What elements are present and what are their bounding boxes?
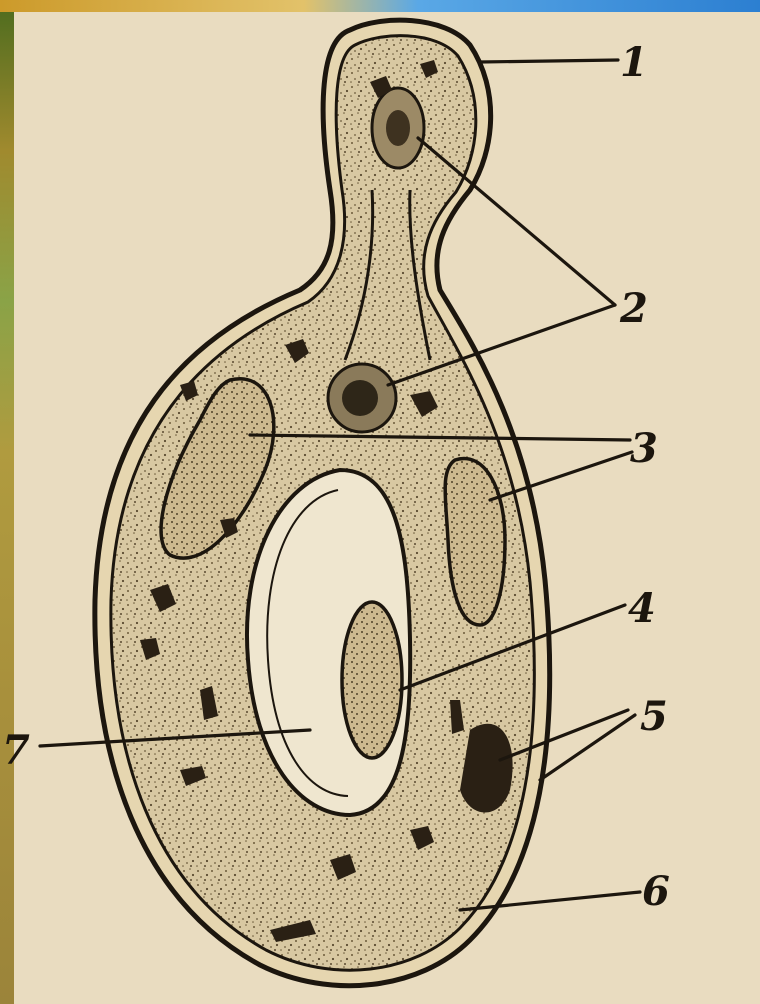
label-7: 7 [2, 727, 30, 774]
label-6: 6 [642, 868, 670, 915]
label-3: 3 [630, 425, 658, 472]
leader-1 [480, 60, 618, 62]
label-2: 2 [619, 285, 648, 332]
label-4: 4 [628, 585, 656, 632]
label-5: 5 [640, 693, 668, 740]
label-1: 1 [620, 39, 648, 86]
nucleus-4 [342, 602, 402, 758]
